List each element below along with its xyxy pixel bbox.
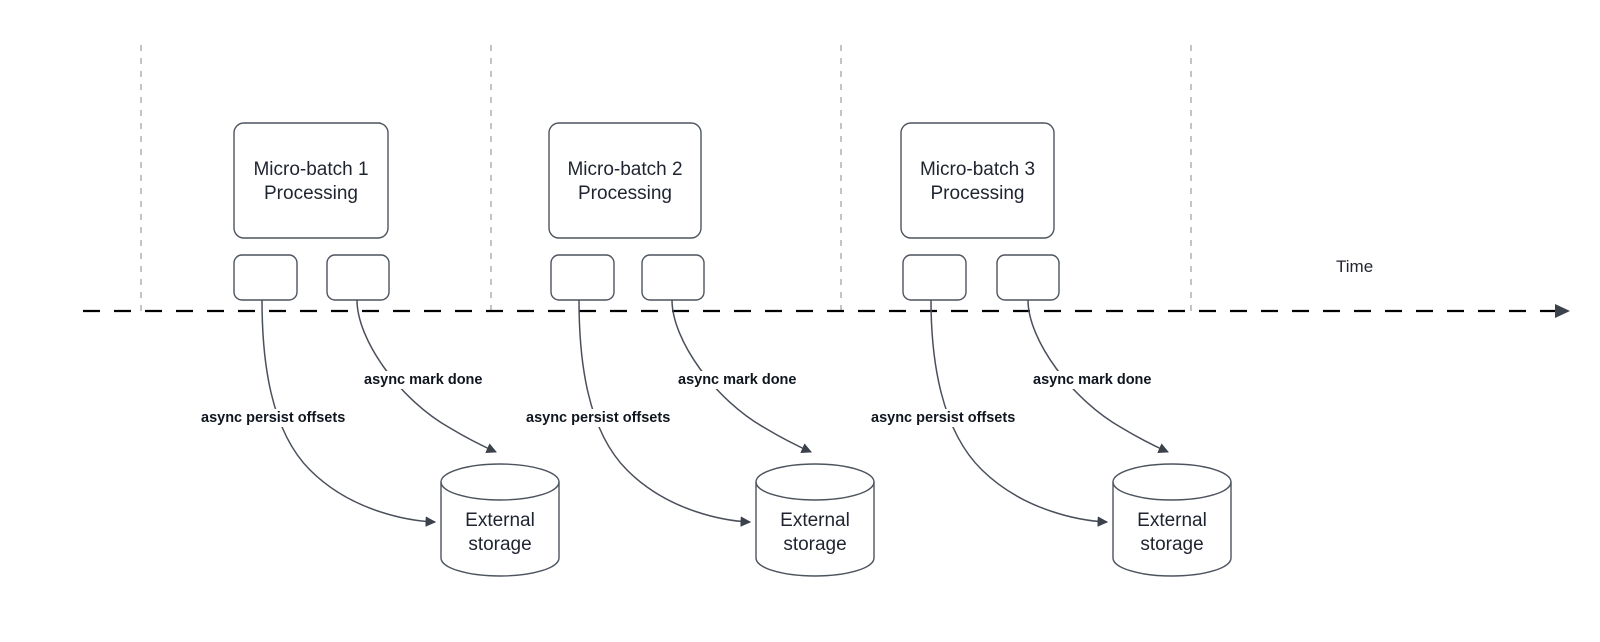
mark-done-task[interactable]	[326, 254, 390, 301]
mark-done-edge	[356, 299, 497, 453]
processing-box-title-line2: Processing	[264, 183, 358, 204]
external-storage-label-line1: External	[1137, 510, 1207, 531]
external-storage-label-line2: storage	[468, 534, 531, 555]
async-persist-offsets-label: async persist offsets	[524, 409, 673, 427]
time-axis: Time	[83, 257, 1570, 318]
mark-done-edge	[671, 299, 812, 453]
cylinder-top-ellipse-arc	[1112, 481, 1232, 501]
async-mark-done-label: async mark done	[362, 371, 485, 389]
mark-done-edge	[1027, 299, 1169, 453]
processing-box-title-line2: Processing	[578, 183, 672, 204]
processing-box-2[interactable]	[548, 122, 702, 239]
cylinder-top-ellipse-arc	[755, 481, 875, 501]
processing-box-title-line1: Micro-batch 2	[567, 159, 682, 180]
external-storage-cylinder-3[interactable]	[1112, 463, 1232, 577]
external-storage-cylinder-1[interactable]	[440, 463, 560, 577]
processing-box-title-line1: Micro-batch 1	[253, 159, 368, 180]
mark-done-task[interactable]	[641, 254, 705, 301]
micro-batch-groups: Micro-batch 1ProcessingExternalstorageMi…	[233, 122, 1232, 577]
cylinder-top-ellipse-arc	[440, 481, 560, 501]
persist-offsets-edge	[578, 299, 752, 527]
external-storage-label-line2: storage	[783, 534, 846, 555]
processing-box-1[interactable]	[233, 122, 389, 239]
timeline-arrowhead-icon	[1555, 304, 1570, 318]
persist-offsets-edge	[930, 299, 1109, 527]
async-persist-offsets-label: async persist offsets	[869, 409, 1018, 427]
time-dividers	[140, 45, 1192, 313]
async-mark-done-label: async mark done	[1031, 371, 1154, 389]
persist-offsets-task[interactable]	[233, 254, 298, 301]
processing-box-3[interactable]	[900, 122, 1055, 239]
persist-offsets-task[interactable]	[902, 254, 967, 301]
async-mark-done-label: async mark done	[676, 371, 799, 389]
external-storage-cylinder-2[interactable]	[755, 463, 875, 577]
processing-box-title-line2: Processing	[931, 183, 1025, 204]
persist-offsets-task[interactable]	[550, 254, 615, 301]
external-storage-label-line2: storage	[1140, 534, 1203, 555]
persist-offsets-edge	[261, 299, 437, 527]
processing-box-title-line1: Micro-batch 3	[920, 159, 1035, 180]
time-axis-label: Time	[1336, 257, 1373, 276]
external-storage-label-line1: External	[780, 510, 850, 531]
async-persist-offsets-label: async persist offsets	[199, 409, 348, 427]
mark-done-task[interactable]	[996, 254, 1060, 301]
external-storage-label-line1: External	[465, 510, 535, 531]
